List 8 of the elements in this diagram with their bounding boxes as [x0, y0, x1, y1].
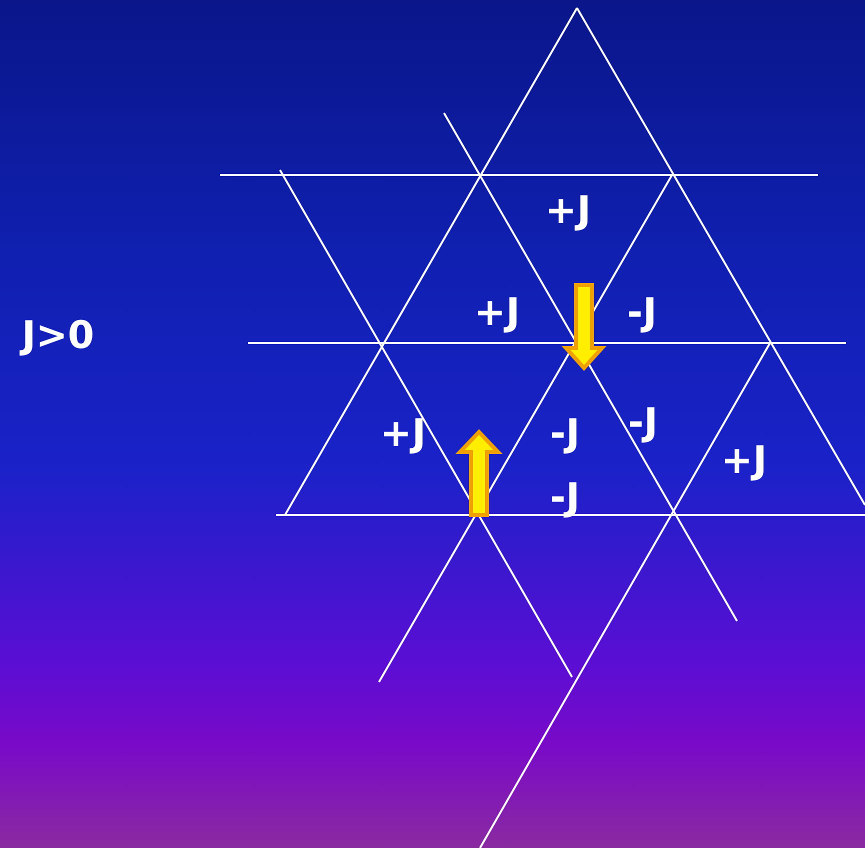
coupling-label: -J	[627, 293, 657, 331]
coupling-label: -J	[628, 403, 658, 441]
coupling-label: +J	[380, 414, 426, 452]
coupling-label: +J	[721, 441, 767, 479]
coupling-label: +J	[545, 191, 591, 229]
coupling-label: +J	[474, 293, 520, 331]
condition-label: J>0	[22, 316, 94, 354]
coupling-label: -J	[550, 414, 580, 452]
